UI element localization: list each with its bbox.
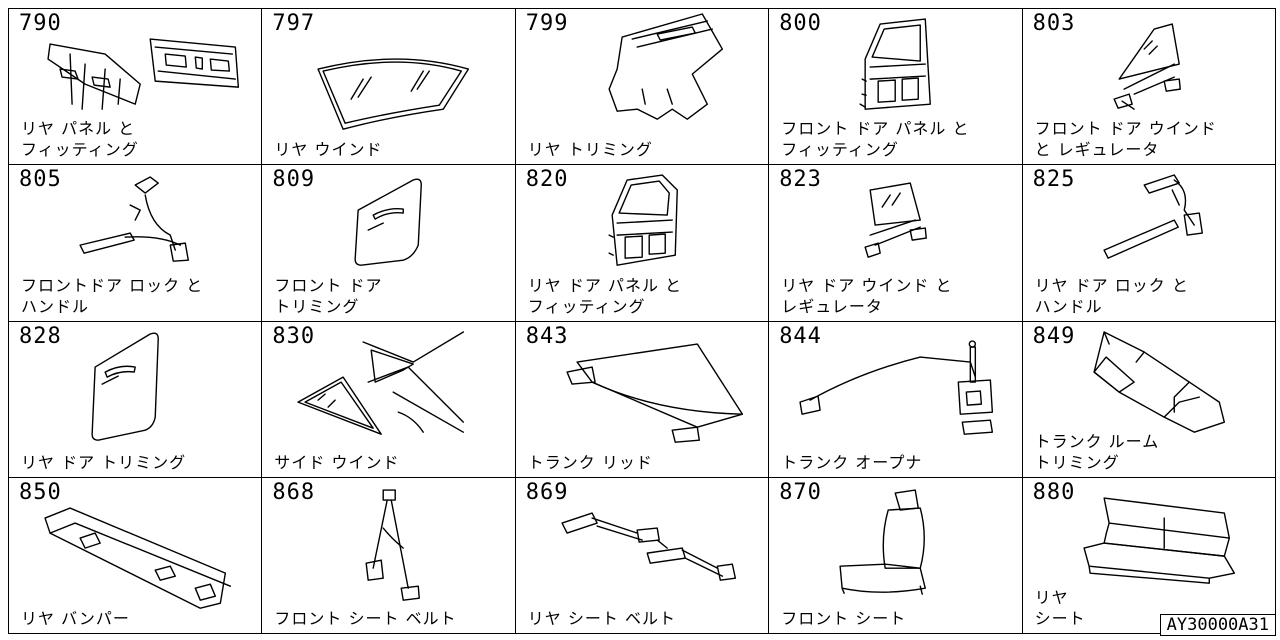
part-code: 828 (19, 323, 62, 349)
part-label: リヤ バンパー (21, 609, 130, 628)
part-cell-799[interactable]: 799 リヤ トリミング (515, 9, 770, 166)
part-code: 830 (272, 323, 316, 349)
part-label: リヤ ウインド (274, 140, 383, 160)
part-code: 825 (1032, 167, 1076, 193)
part-cell-870[interactable]: 870 フロント シート (769, 477, 1023, 634)
part-code: 790 (19, 11, 62, 36)
part-cell-809[interactable]: 809 フロント ドア トリミング (262, 165, 516, 322)
part-code: 823 (779, 167, 822, 193)
part-label: フロント シート (781, 609, 907, 628)
part-label: フロント シート ベルト (274, 609, 457, 628)
part-label: サイド ウインド (274, 452, 400, 472)
part-code: 880 (1032, 479, 1076, 505)
part-cell-868[interactable]: 868 フロント シート ベルト (262, 477, 516, 634)
part-cell-880[interactable]: 880 リヤ シート (1022, 477, 1276, 634)
part-code: 868 (272, 479, 316, 505)
part-label: リヤ ドア ロック と ハンドル (1034, 275, 1189, 316)
part-label: リヤ ドア パネル と フィッティング (527, 275, 683, 316)
part-label: リヤ ドア ウインド と レギュレータ (781, 275, 953, 316)
part-code: 809 (272, 167, 316, 193)
part-label: フロントドア ロック と ハンドル (21, 275, 204, 316)
part-code: 820 (525, 167, 569, 193)
part-code: 799 (525, 11, 569, 36)
part-cell-825[interactable]: 825 リヤ ドア ロック と ハンドル (1022, 165, 1276, 322)
parts-catalog-grid: 790 リヤ パネル と フィッティング 797 リヤ ウインド 799 リヤ … (8, 8, 1276, 634)
part-cell-828[interactable]: 828 リヤ ドア トリミング (9, 321, 263, 478)
part-cell-805[interactable]: 805 フロントドア ロック と ハンドル (9, 165, 263, 322)
part-cell-820[interactable]: 820 リヤ ドア パネル と フィッティング (515, 165, 770, 322)
part-cell-843[interactable]: 843 トランク リッド (515, 321, 770, 478)
part-code: 850 (19, 479, 62, 505)
part-code: 849 (1032, 323, 1076, 349)
part-cell-850[interactable]: 850 リヤ バンパー (9, 477, 263, 634)
part-label: リヤ シート (1034, 588, 1086, 628)
part-label: リヤ トリミング (527, 140, 653, 160)
part-label: リヤ パネル と フィッティング (21, 119, 139, 160)
part-code: 803 (1032, 11, 1076, 36)
part-code: 800 (779, 11, 822, 36)
part-label: トランク オープナ (781, 452, 923, 472)
part-label: リヤ ドア トリミング (21, 452, 187, 472)
part-label: トランク ルーム トリミング (1034, 431, 1160, 472)
part-code: 805 (19, 167, 62, 193)
part-label: トランク リッド (527, 452, 653, 472)
part-cell-803[interactable]: 803 フロント ドア ウインド と レギュレータ (1022, 9, 1276, 166)
part-cell-823[interactable]: 823 リヤ ドア ウインド と レギュレータ (769, 165, 1023, 322)
part-code: 870 (779, 479, 822, 505)
part-cell-869[interactable]: 869 リヤ シート ベルト (515, 477, 770, 634)
part-cell-830[interactable]: 830 サイド ウインド (262, 321, 516, 478)
part-code: 844 (779, 323, 822, 349)
part-code: 843 (525, 323, 569, 349)
part-code: 797 (272, 11, 316, 36)
diagram-id-label: AY30000A31 (1159, 614, 1276, 636)
part-label: フロント ドア ウインド と レギュレータ (1034, 119, 1217, 160)
part-code: 869 (525, 479, 569, 505)
part-label: フロント ドア パネル と フィッティング (781, 119, 970, 160)
part-cell-790[interactable]: 790 リヤ パネル と フィッティング (9, 9, 263, 166)
part-cell-800[interactable]: 800 フロント ドア パネル と フィッティング (769, 9, 1023, 166)
part-label: フロント ドア トリミング (274, 275, 383, 316)
part-label: リヤ シート ベルト (527, 609, 676, 628)
part-cell-844[interactable]: 844 トランク オープナ (769, 321, 1023, 478)
part-cell-797[interactable]: 797 リヤ ウインド (262, 9, 516, 166)
part-cell-849[interactable]: 849 トランク ルーム トリミング (1022, 321, 1276, 478)
